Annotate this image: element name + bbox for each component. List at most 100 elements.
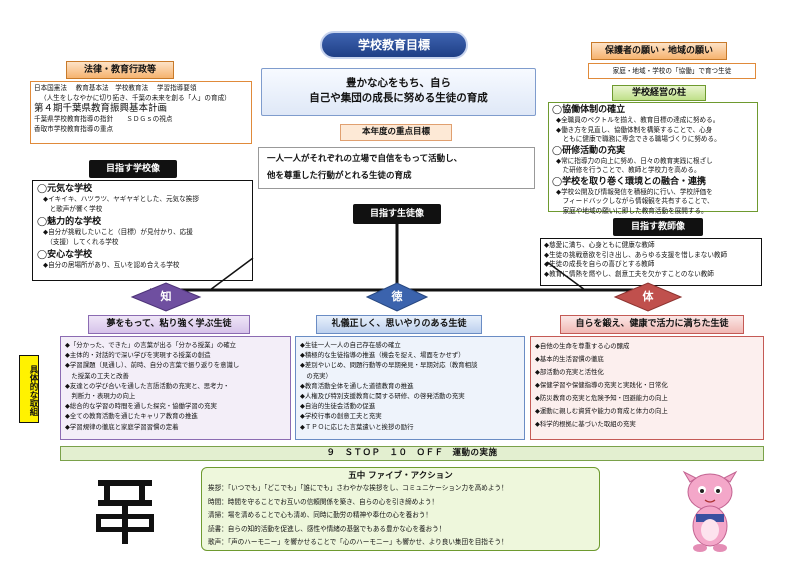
column-header-chi: 夢をもって、粘り強く学ぶ生徒: [88, 315, 250, 334]
school-goal-title: 学校教育目標: [320, 31, 468, 59]
pillar-item-title: ◯研修活動の充実: [552, 145, 626, 156]
school-image-item-line: ◆自分が挑戦したいこと（目標）が見付かり、応援: [43, 228, 193, 236]
column-line: た授業の工夫と改善: [65, 371, 129, 380]
stop-banner: ９ ＳＴＯＰ １０ ＯＦＦ 運動の実施: [60, 446, 764, 461]
column-line: ◆基本的生活習慣の徹底: [535, 355, 604, 363]
toku-label: 徳: [391, 290, 403, 303]
teacher-image-box: ◆慈愛に満ち、心身ともに健康な教師 ◆生徒の挑戦意欲を引き出し、あらゆる支援を惜…: [540, 238, 762, 286]
column-line: ◆学習課題（見通し）、前時、自分の言葉で振り返りを意識し: [65, 361, 240, 370]
column-line: ◆生徒一人一人の自己存在感の確立: [300, 341, 401, 349]
school-image-header: 目指す学校像: [89, 160, 177, 178]
column-line: ◆全ての教育活動を通じたキャリア教育の推進: [65, 412, 198, 421]
focus-header: 本年度の重点目標: [340, 124, 452, 141]
column-box-tai: ◆自他の生命を尊重する心の醸成 ◆基本的生活習慣の徹底 ◆部活動の充実と活性化 …: [530, 336, 764, 440]
pillar-item-line: ◆全職員のベクトルを揃え、教育目標の達成に努める。: [556, 116, 720, 124]
column-box-toku: ◆生徒一人一人の自己存在感の確立 ◆積極的な生徒指導の推進（機会を捉え、場面をか…: [295, 336, 525, 440]
five-action-line: 清掃：場を清めることで心も清め、同時に勤労の精神や奉仕の心を養おう！: [208, 511, 432, 519]
teacher-image-header: 目指す教師像: [613, 218, 703, 236]
column-line: ◆防災教育の充実と危険予知・回避能力の向上: [535, 394, 668, 402]
column-line: 判断力・表現力の向上: [65, 392, 136, 401]
five-action-line: 歌声：「声のハーモニー」を響かせることで「心のハーモニー」も響かせ、より良い集団…: [208, 538, 508, 546]
mascot-graphic: [682, 470, 738, 552]
pillar-header: 学校経営の柱: [612, 85, 706, 101]
law-box: 日本国憲法 教育基本法 学校教育法 学習指導要領 （人生をしなやかに切り拓き、千…: [30, 81, 252, 144]
law-line: 香取市学校教育指導の重点: [34, 124, 114, 133]
school-image-item-line: ◆自分の居場所があり、互いを認め合える学校: [43, 261, 180, 269]
pillar-box: ◯協働体制の確立 ◆全職員のベクトルを揃え、教育目標の達成に努める。 ◆働き方を…: [548, 102, 758, 215]
teacher-image-line: ◆生徒の成長を自らの喜びとする教師: [544, 260, 655, 268]
school-image-item-line: ◆イキイキ、ハツラツ、ヤギヤギとした、元気な挨拶: [43, 195, 199, 203]
column-line: ◆友達との学び合いを通した言語活動の充実と、思考力・: [65, 381, 230, 390]
focus-line: 一人一人がそれぞれの立場で自信をもって活動し、: [267, 154, 463, 164]
column-line: ◆学校行事の創意工夫と充実: [300, 412, 382, 421]
five-action-line: 挨拶：「いつでも」「どこでも」「誰にでも」さわやかな挨拶をし、コミュニケーション…: [208, 484, 508, 492]
focus-line: 他を尊重した行動がとれる生徒の育成: [267, 171, 412, 181]
column-line: の充実）: [300, 371, 332, 380]
tai-diamond: [613, 282, 683, 312]
axis-diagonal-right: [546, 261, 586, 291]
pillar-item-line: フィードバックしながら情報観を共有することで、: [556, 197, 714, 205]
law-line: （人生をしなやかに切り拓き、千葉の未来を創る「人」の育成）: [40, 93, 231, 102]
chi-label: 知: [160, 290, 172, 303]
column-line: ◆人権及び特別支援教育に関する研修、の啓発活動の充実: [300, 392, 465, 401]
concrete-label: 具体的な取組: [19, 355, 39, 423]
column-line: ◆教育活動全体を通した道徳教育の推進: [300, 381, 414, 390]
main-goal-box: 豊かな心をもち、自ら 自己や集団の成長に努める生徒の育成: [261, 68, 536, 116]
tai-label: 体: [642, 290, 654, 303]
column-header-toku: 礼儀正しく、思いやりのある生徒: [316, 315, 482, 334]
law-line-plan: 第４期千葉県教育振興基本計画: [34, 103, 168, 114]
pillar-item-line: ◆学校公開及び情報発信を積極的に行い、学校評価を: [556, 187, 713, 196]
five-actions-header: 五中 ファイブ・アクション: [348, 471, 453, 481]
school-image-item-title: ◯魅力的な学校: [37, 217, 102, 227]
column-line: ◆保健学習や保健指導の充実と実践化・日常化: [535, 381, 668, 389]
chi-diamond: [130, 282, 202, 312]
mascot-character: [680, 470, 740, 554]
parents-text: 家庭・地域・学校の「協働」で育つ生徒: [612, 67, 732, 75]
column-line: ◆積極的な生徒指導の推進（機会を捉え、場面をかせず）: [300, 351, 465, 360]
focus-box: 一人一人がそれぞれの立場で自信をもって活動し、 他を尊重した行動がとれる生徒の育…: [258, 147, 535, 189]
column-line: ◆総合的な学習の時間を通した探究・協働学習の充実: [65, 402, 217, 411]
law-line: 日本国憲法 教育基本法 学校教育法 学習指導要領: [34, 84, 197, 92]
column-line: ◆ＴＰＯに応じた言葉遣いと挨拶の励行: [300, 422, 414, 431]
school-image-item-line: （支援）してくれる学校: [43, 237, 119, 246]
main-goal-line: 豊かな心をもち、自ら: [346, 77, 451, 89]
school-emblem: [90, 476, 160, 546]
column-box-chi: ◆「分かった、できた」の言葉が出る「分かる授業」の確立 ◆主体的・対話的で深い学…: [60, 336, 291, 440]
school-image-item-title: ◯安心な学校: [37, 250, 93, 260]
five-actions-box: 五中 ファイブ・アクション 挨拶：「いつでも」「どこでも」「誰にでも」さわやかな…: [201, 467, 600, 551]
column-line: ◆「分かった、できた」の言葉が出る「分かる授業」の確立: [65, 341, 237, 349]
axis-diagonal-left: [209, 257, 254, 291]
pillar-item-title: ◯協働体制の確立: [552, 105, 626, 115]
column-line: ◆差別やいじめ、問題行動等の早期発見・早期対応（教育相談: [300, 361, 478, 370]
school-image-item-title: ◯元気な学校: [37, 184, 93, 194]
parents-box: 家庭・地域・学校の「協働」で育つ生徒: [588, 63, 756, 79]
five-action-line: 時間：時間を守ることでお互いの信頼関係を築き、自らの心を引き締めよう！: [208, 497, 439, 506]
column-line: ◆部活動の充実と活性化: [535, 368, 604, 376]
pillar-item-line: ◆常に指導力の向上に努め、日々の教育実践に根ざし: [556, 156, 713, 165]
parents-header: 保護者の願い・地域の願い: [591, 42, 727, 60]
toku-diamond: [365, 282, 429, 312]
emblem-graphic: [96, 480, 154, 544]
column-header-tai: 自らを鍛え、健康で活力に満ちた生徒: [560, 315, 744, 334]
pillar-item-line: 家庭や地域の願いに即した教育活動を展開する。: [556, 206, 708, 215]
column-line: ◆運動に親しむ資質や能力の育成と体力の向上: [535, 407, 668, 415]
column-line: ◆自治的生徒会活動の促進: [300, 402, 376, 411]
pillar-item-line: ともに健康で職務に専念できる職場づくりに努める。: [556, 135, 721, 143]
five-action-line: 読書：自らの知的活動を促進し、感性や情緒の基盤でもある豊かな心を養おう！: [208, 524, 446, 533]
main-goal-line: 自己や集団の成長に努める生徒の育成: [309, 92, 488, 104]
pillar-item-line: ◆働き方を見直し、協働体制を構築することで、心身: [556, 125, 713, 134]
pillar-item-title: ◯学校を取り巻く環境との融合・連携: [552, 176, 706, 187]
column-line: ◆自他の生命を尊重する心の醸成: [535, 342, 630, 350]
column-line: ◆科学的根拠に基づいた取組の充実: [535, 420, 636, 428]
teacher-image-line: ◆教育に情熱を燃やし、創意工夫を欠かすことのない教師: [544, 269, 714, 278]
column-line: ◆学習規律の徹底と家庭学習習慣の定着: [65, 422, 179, 431]
law-header: 法律・教育行政等: [66, 61, 174, 79]
column-line: ◆主体的・対話的で深い学びを実現する授業の創造: [65, 351, 211, 360]
law-line: 千葉県学校教育指導の指針 ＳＤＧｓの視点: [34, 115, 173, 123]
pillar-item-line: た研修を行うことで、教師と学校力を高める。: [556, 166, 701, 174]
school-image-item-line: と歌声が響く学校: [43, 204, 103, 213]
school-image-box: ◯元気な学校 ◆イキイキ、ハツラツ、ヤギヤギとした、元気な挨拶 と歌声が響く学校…: [32, 180, 253, 281]
teacher-image-line: ◆生徒の挑戦意欲を引き出し、あらゆる支援を惜しまない教師: [544, 250, 728, 259]
student-image-header: 目指す生徒像: [353, 204, 441, 224]
